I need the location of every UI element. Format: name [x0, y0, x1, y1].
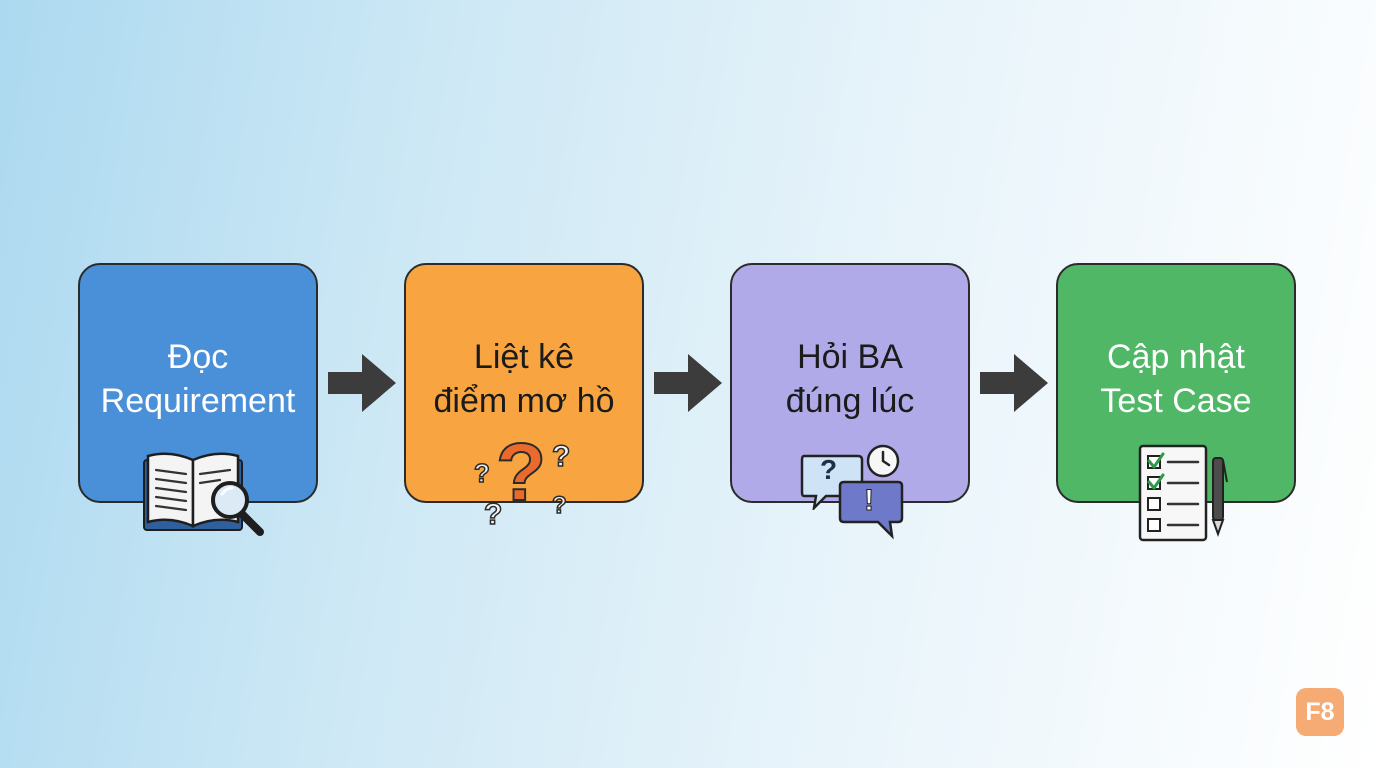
question-glyph: ?: [820, 454, 838, 485]
step-3-label: Hỏi BA đúng lúc: [732, 335, 968, 423]
checklist-pen-icon: [1138, 444, 1228, 542]
step-2-line-1: Liệt kê: [473, 338, 575, 376]
step-1-line-2: Requirement: [100, 382, 296, 420]
step-1-label: Đọc Requirement: [80, 335, 316, 423]
exclamation-glyph: !: [864, 484, 875, 517]
small-question-mark-icon: ?: [483, 498, 503, 531]
exclamation-bubble-icon: [838, 480, 904, 540]
small-question-mark-icon: ?: [551, 440, 571, 473]
step-4-line-2: Test Case: [1100, 382, 1252, 420]
arrow-right-icon: [654, 354, 722, 412]
step-4-label: Cập nhật Test Case: [1058, 335, 1294, 423]
step-3-line-2: đúng lúc: [785, 382, 915, 420]
chat-clock-icon: ? !: [800, 444, 908, 544]
step-2-line-2: điểm mơ hồ: [433, 382, 615, 420]
step-3-line-1: Hỏi BA: [797, 338, 903, 376]
small-question-mark-icon: ?: [551, 492, 567, 519]
step-1-line-1: Đọc: [167, 338, 229, 376]
small-question-mark-icon: ?: [473, 458, 490, 488]
step-2-box: Liệt kê điểm mơ hồ: [404, 263, 644, 503]
clock-icon: [866, 444, 900, 478]
big-question-mark-icon: ?: [495, 427, 547, 518]
book-magnifier-icon: [143, 452, 264, 536]
question-marks-icon: ? ? ? ? ?: [468, 431, 586, 544]
arrow-right-icon: [980, 354, 1048, 412]
f8-logo: F8: [1296, 688, 1344, 736]
step-4-line-1: Cập nhật: [1107, 338, 1245, 376]
arrow-right-icon: [328, 354, 396, 412]
step-2-label: Liệt kê điểm mơ hồ: [406, 335, 642, 423]
